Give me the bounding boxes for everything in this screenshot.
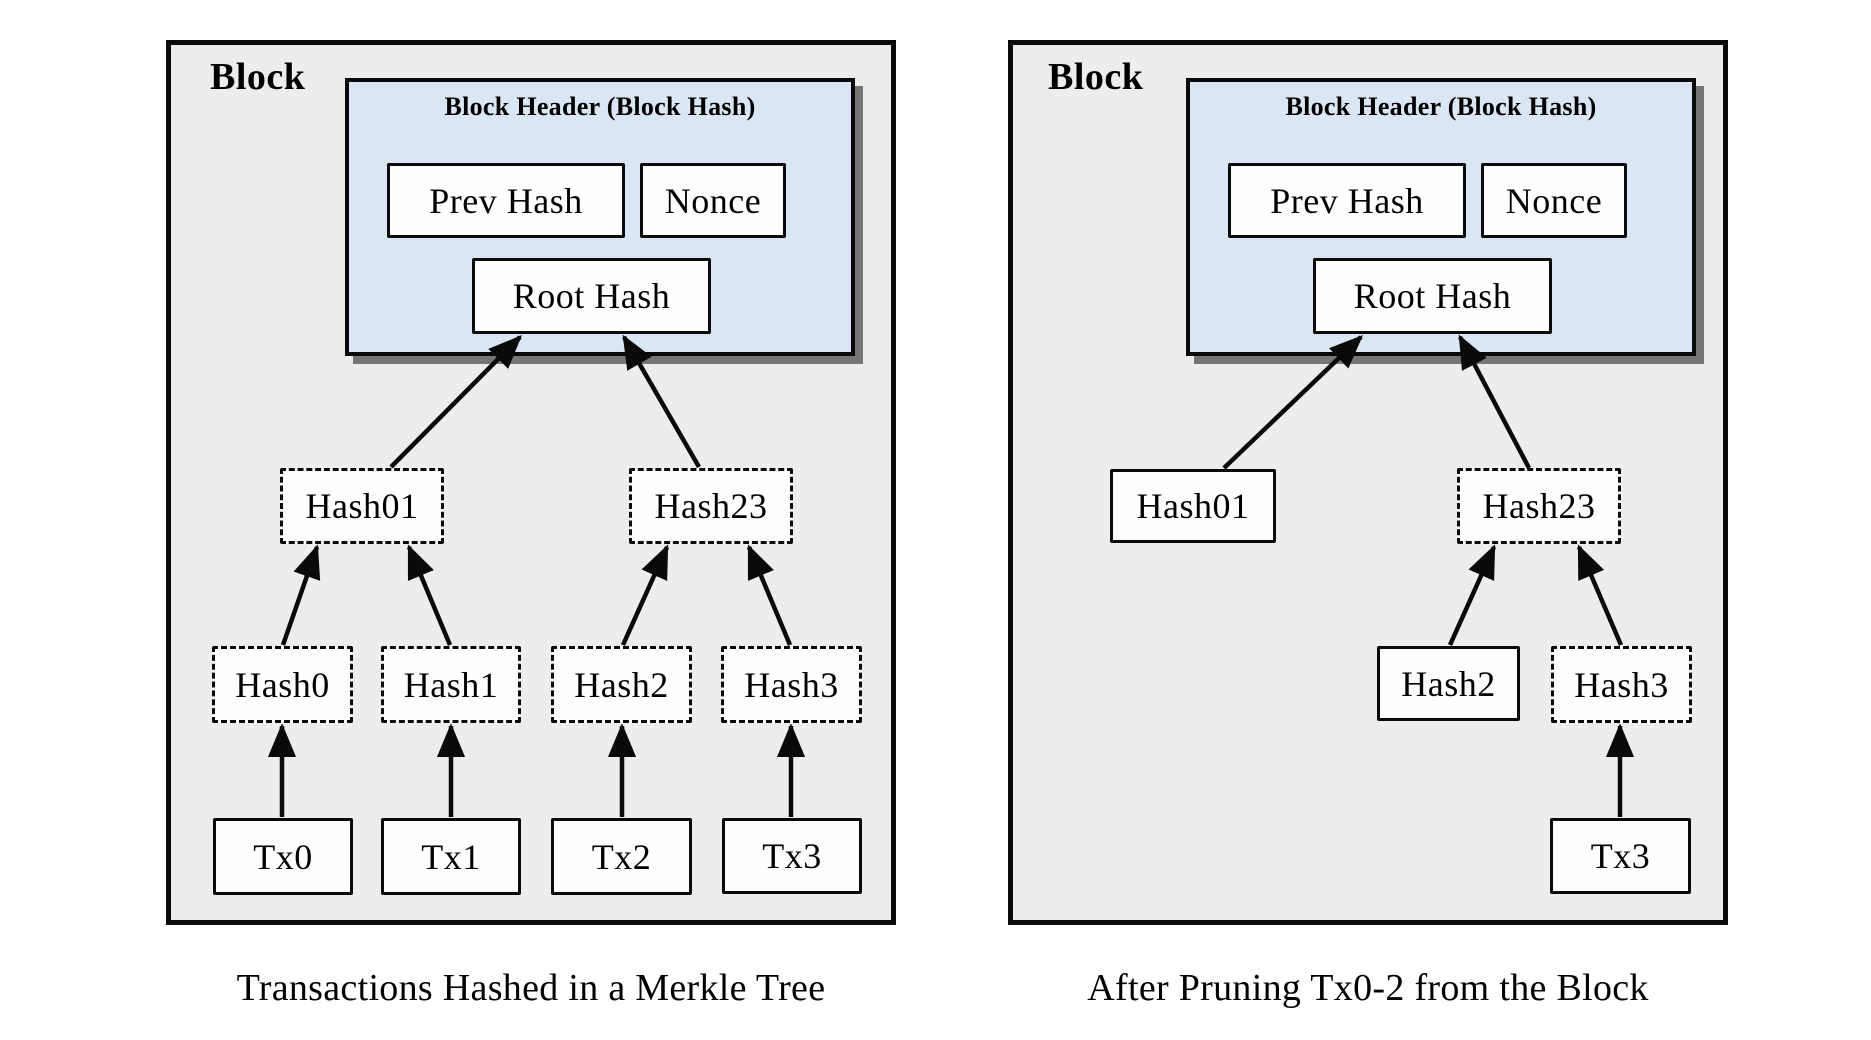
prev-hash-node-right: Prev Hash <box>1228 163 1466 238</box>
hash23-node-right: Hash23 <box>1457 468 1621 544</box>
tx3-node-left: Tx3 <box>722 818 862 894</box>
prev-hash-node-left: Prev Hash <box>387 163 625 238</box>
hash0-node: Hash0 <box>212 646 353 723</box>
block-header-title-right: Block Header (Block Hash) <box>1285 92 1597 121</box>
nonce-node-left: Nonce <box>640 163 786 238</box>
hash2-node-left: Hash2 <box>551 646 692 723</box>
root-hash-node-right: Root Hash <box>1313 258 1552 334</box>
hash01-node-right: Hash01 <box>1110 469 1276 543</box>
hash1-node: Hash1 <box>381 646 521 723</box>
nonce-node-right: Nonce <box>1481 163 1627 238</box>
tx0-node: Tx0 <box>213 818 353 895</box>
tx3-node-right: Tx3 <box>1550 818 1691 894</box>
block-header-title-left: Block Header (Block Hash) <box>444 92 756 121</box>
block-label-right: Block <box>1048 56 1144 98</box>
hash23-node-left: Hash23 <box>629 468 793 544</box>
hash3-node-left: Hash3 <box>721 646 862 723</box>
tx1-node: Tx1 <box>381 818 521 895</box>
caption-right: After Pruning Tx0-2 from the Block <box>1087 967 1649 1009</box>
tx2-node: Tx2 <box>551 818 692 895</box>
caption-left: Transactions Hashed in a Merkle Tree <box>236 967 826 1009</box>
hash2-node-right: Hash2 <box>1377 646 1520 721</box>
root-hash-node-left: Root Hash <box>472 258 711 334</box>
hash3-node-right: Hash3 <box>1551 646 1692 723</box>
block-label-left: Block <box>210 56 306 98</box>
hash01-node-left: Hash01 <box>280 468 444 544</box>
